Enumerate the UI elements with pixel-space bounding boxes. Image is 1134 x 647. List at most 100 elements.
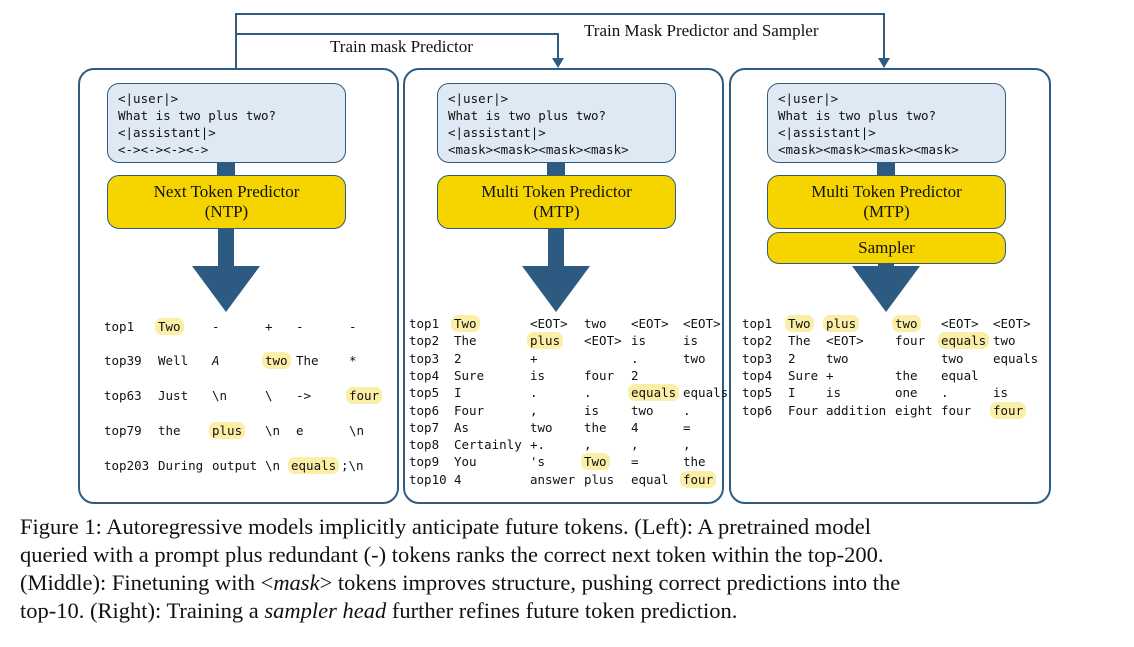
token-cell: the: [158, 423, 181, 438]
model-name: Next Token Predictor: [153, 182, 300, 201]
training-flow-wires: [235, 13, 890, 68]
rank-label: top4: [409, 367, 440, 383]
token-cell: is: [993, 385, 1009, 401]
highlighted-token: plus: [209, 422, 246, 439]
token-cell: +: [530, 350, 538, 366]
token-cell: four: [990, 401, 1027, 419]
token-cell: .: [530, 385, 538, 401]
token-cell: is: [826, 385, 842, 401]
token-cell: four: [346, 387, 383, 404]
left-prompt-box: <|user|> What is two plus two? <|assista…: [107, 83, 346, 163]
rank-label: top8: [409, 437, 440, 453]
prompt-line: <|assistant|>: [118, 125, 216, 140]
token-cell: *: [349, 353, 357, 368]
highlighted-token: equals: [628, 384, 680, 402]
train-mask-label: Train mask Predictor: [330, 37, 473, 56]
figure-caption: Figure 1: Autoregressive models implicit…: [20, 513, 1120, 625]
caption-line: (Middle): Finetuning with <mask> tokens …: [20, 569, 1120, 597]
train-mask-sampler-label: Train Mask Predictor and Sampler: [584, 21, 819, 40]
token-cell: is: [530, 367, 546, 383]
token-cell: answer: [530, 471, 576, 487]
prompt-line: <-><-><-><->: [118, 142, 209, 157]
down-arrow-icon: [192, 266, 260, 312]
rank-label: top6: [409, 402, 440, 418]
rank-label: top2: [742, 333, 773, 349]
token-cell: two: [683, 350, 706, 366]
token-cell: \: [265, 388, 273, 403]
token-cell: two: [941, 350, 964, 366]
token-cell: 2: [631, 367, 639, 383]
token-cell: During: [158, 458, 204, 473]
sampler-label: Sampler: [858, 238, 915, 257]
token-cell: 4: [454, 471, 462, 487]
token-cell: e: [296, 423, 304, 438]
rank-label: top5: [742, 385, 773, 401]
token-cell: .: [683, 402, 691, 418]
token-cell: ;\n: [341, 458, 364, 473]
mtp-model-box: Multi Token Predictor (MTP): [437, 175, 676, 229]
rank-label: top1: [104, 319, 135, 334]
token-cell: equals: [288, 457, 340, 474]
highlighted-token: plus: [823, 315, 860, 332]
token-cell: ,: [631, 437, 639, 453]
model-abbrev: (NTP): [204, 202, 249, 221]
model-abbrev: (MTP): [863, 202, 910, 221]
prompt-line: <|user|>: [118, 91, 179, 106]
token-cell: 4: [631, 419, 639, 435]
token-cell: You: [454, 454, 477, 470]
token-cell: Two: [155, 318, 184, 335]
token-cell: 2: [454, 350, 462, 366]
token-cell: equals: [938, 332, 990, 350]
rank-label: top5: [409, 385, 440, 401]
token-cell: two: [262, 352, 291, 369]
token-cell: Four: [454, 402, 485, 418]
token-cell: equals: [683, 385, 729, 401]
sampler-box: Sampler: [767, 232, 1006, 264]
token-cell: Certainly: [454, 437, 522, 453]
highlighted-token: Two: [785, 315, 814, 332]
token-cell: eight: [895, 402, 933, 418]
token-cell: -: [296, 319, 304, 334]
token-cell: +: [826, 367, 834, 383]
token-cell: I: [788, 385, 796, 401]
token-cell: =: [683, 419, 691, 435]
token-cell: +.: [530, 437, 546, 453]
rank-label: top4: [742, 367, 773, 383]
caption-line: top-10. (Right): Training a sampler head…: [20, 597, 1120, 625]
token-cell: <EOT>: [584, 333, 622, 349]
token-cell: Well: [158, 353, 189, 368]
arrow-shaft: [218, 229, 234, 269]
prompt-line: What is two plus two?: [448, 108, 607, 123]
highlighted-token: four: [346, 387, 383, 404]
highlighted-token: Two: [581, 453, 610, 471]
token-cell: <EOT>: [683, 316, 721, 331]
token-cell: Two: [785, 315, 814, 332]
highlighted-token: plus: [527, 332, 564, 350]
arrow-shaft: [548, 229, 564, 269]
token-cell: ->: [296, 388, 312, 403]
rank-label: top3: [742, 350, 773, 366]
token-cell: output: [212, 458, 258, 473]
connector: [877, 163, 895, 177]
rank-label: top6: [742, 402, 773, 418]
token-cell: ,: [584, 437, 592, 453]
token-cell: \n: [349, 423, 365, 438]
caption-line: Figure 1: Autoregressive models implicit…: [20, 514, 872, 539]
token-cell: As: [454, 419, 470, 435]
highlighted-token: equals: [288, 457, 340, 474]
down-arrow-icon: [522, 266, 590, 312]
token-cell: four: [895, 333, 926, 349]
caption-italic: sampler head: [264, 598, 387, 623]
token-cell: is: [631, 333, 647, 349]
token-cell: Two: [451, 315, 480, 332]
connector: [217, 163, 235, 177]
rank-label: top10: [409, 471, 447, 487]
token-cell: The: [296, 353, 319, 368]
token-cell: is: [584, 402, 600, 418]
prompt-line: <|user|>: [448, 91, 509, 106]
token-cell: Sure: [788, 367, 819, 383]
token-cell: A: [212, 353, 220, 368]
token-cell: The: [454, 333, 477, 349]
prompt-line: <|assistant|>: [448, 125, 546, 140]
token-cell: -: [212, 319, 220, 334]
